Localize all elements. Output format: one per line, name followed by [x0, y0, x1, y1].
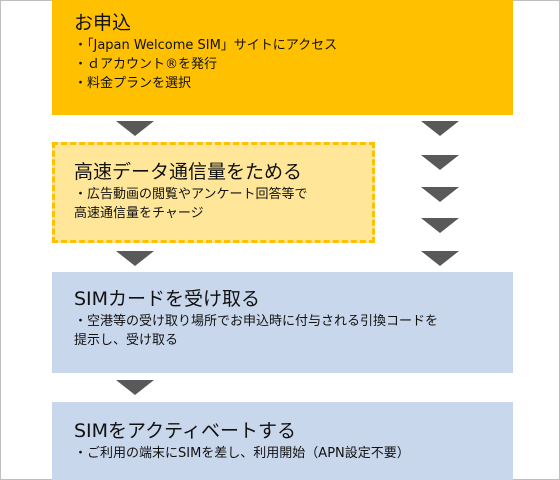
step-activate-sim: SIMをアクティベートする ・ご利用の端末にSIMを差し、利用開始（APN設定不… — [52, 402, 513, 480]
step-accumulate-line-1: ・広告動画の閲覧やアンケート回答等で — [74, 187, 308, 202]
arrow-down-icon — [421, 251, 459, 266]
step-receive-line-1: ・空港等の受け取り場所でお申込時に付与される引換コードを — [74, 314, 439, 329]
step-receive-line-2: 提示し、受け取る — [74, 333, 179, 348]
step-receive-sim: SIMカードを受け取る ・空港等の受け取り場所でお申込時に付与される引換コードを… — [52, 272, 513, 373]
step-activate-line-1: ・ご利用の端末にSIMを差し、利用開始（APN設定不要） — [74, 446, 410, 461]
step-accumulate-title: 高速データ通信量をためる — [74, 161, 303, 183]
step-apply-line-3: ・料金プランを選択 — [74, 76, 192, 91]
arrow-down-icon — [421, 155, 459, 170]
step-activate-title: SIMをアクティベートする — [74, 420, 296, 442]
arrow-down-icon — [421, 218, 459, 233]
arrow-down-icon — [116, 121, 154, 136]
step-apply-title: お申込 — [74, 12, 132, 34]
arrow-down-icon — [116, 380, 154, 395]
step-receive-title: SIMカードを受け取る — [74, 288, 261, 310]
step-apply-line-1: ・「Japan Welcome SIM」サイトにアクセス — [74, 38, 338, 53]
step-apply-line-2: ・ｄアカウント®を発行 — [74, 57, 218, 72]
arrow-down-icon — [421, 121, 459, 136]
step-accumulate-data: 高速データ通信量をためる ・広告動画の閲覧やアンケート回答等で 高速通信量をチャ… — [52, 142, 375, 243]
arrow-down-icon — [421, 187, 459, 202]
arrow-down-icon — [116, 251, 154, 266]
step-apply: お申込 ・「Japan Welcome SIM」サイトにアクセス ・ｄアカウント… — [52, 0, 513, 115]
step-accumulate-line-2: 高速通信量をチャージ — [74, 206, 204, 221]
